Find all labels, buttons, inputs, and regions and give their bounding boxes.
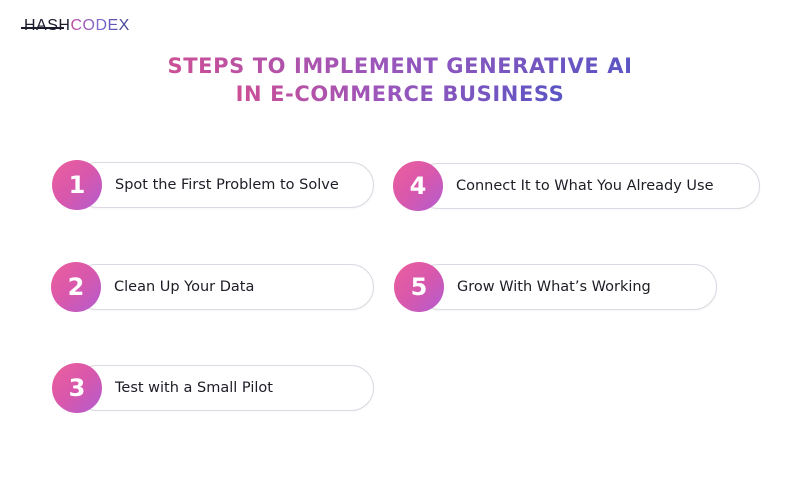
logo-text-codex: CODEX — [70, 17, 130, 34]
step-label: Clean Up Your Data — [114, 279, 255, 295]
step-card-4: 4 Connect It to What You Already Use — [393, 161, 760, 211]
step-label: Test with a Small Pilot — [115, 380, 273, 396]
brand-logo: HASHCODEX — [24, 16, 130, 36]
step-label: Grow With What’s Working — [457, 279, 651, 295]
step-pill — [415, 163, 760, 209]
step-pill — [416, 264, 717, 310]
step-number-badge: 4 — [393, 161, 443, 211]
step-pill — [74, 162, 374, 208]
step-label: Connect It to What You Already Use — [456, 178, 714, 194]
step-card-5: 5 Grow With What’s Working — [394, 262, 717, 312]
step-number-badge: 2 — [51, 262, 101, 312]
logo-text-hash: HASH — [24, 17, 71, 34]
step-card-3: 3 Test with a Small Pilot — [52, 363, 374, 413]
step-pill — [74, 365, 374, 411]
step-card-2: 2 Clean Up Your Data — [51, 262, 374, 312]
step-card-1: 1 Spot the First Problem to Solve — [52, 160, 374, 210]
step-number-badge: 3 — [52, 363, 102, 413]
step-number: 1 — [68, 171, 86, 199]
page-title: STEPS TO IMPLEMENT GENERATIVE AI IN E-CO… — [0, 52, 800, 108]
title-line-2: IN E-COMMERCE BUSINESS — [235, 82, 565, 106]
step-number: 3 — [68, 374, 86, 402]
title-line-1: STEPS TO IMPLEMENT GENERATIVE AI — [167, 54, 633, 78]
step-number-badge: 5 — [394, 262, 444, 312]
step-pill — [73, 264, 374, 310]
step-number-badge: 1 — [52, 160, 102, 210]
step-number: 4 — [409, 172, 427, 200]
step-number: 5 — [410, 273, 428, 301]
step-label: Spot the First Problem to Solve — [115, 177, 339, 193]
step-number: 2 — [67, 273, 85, 301]
